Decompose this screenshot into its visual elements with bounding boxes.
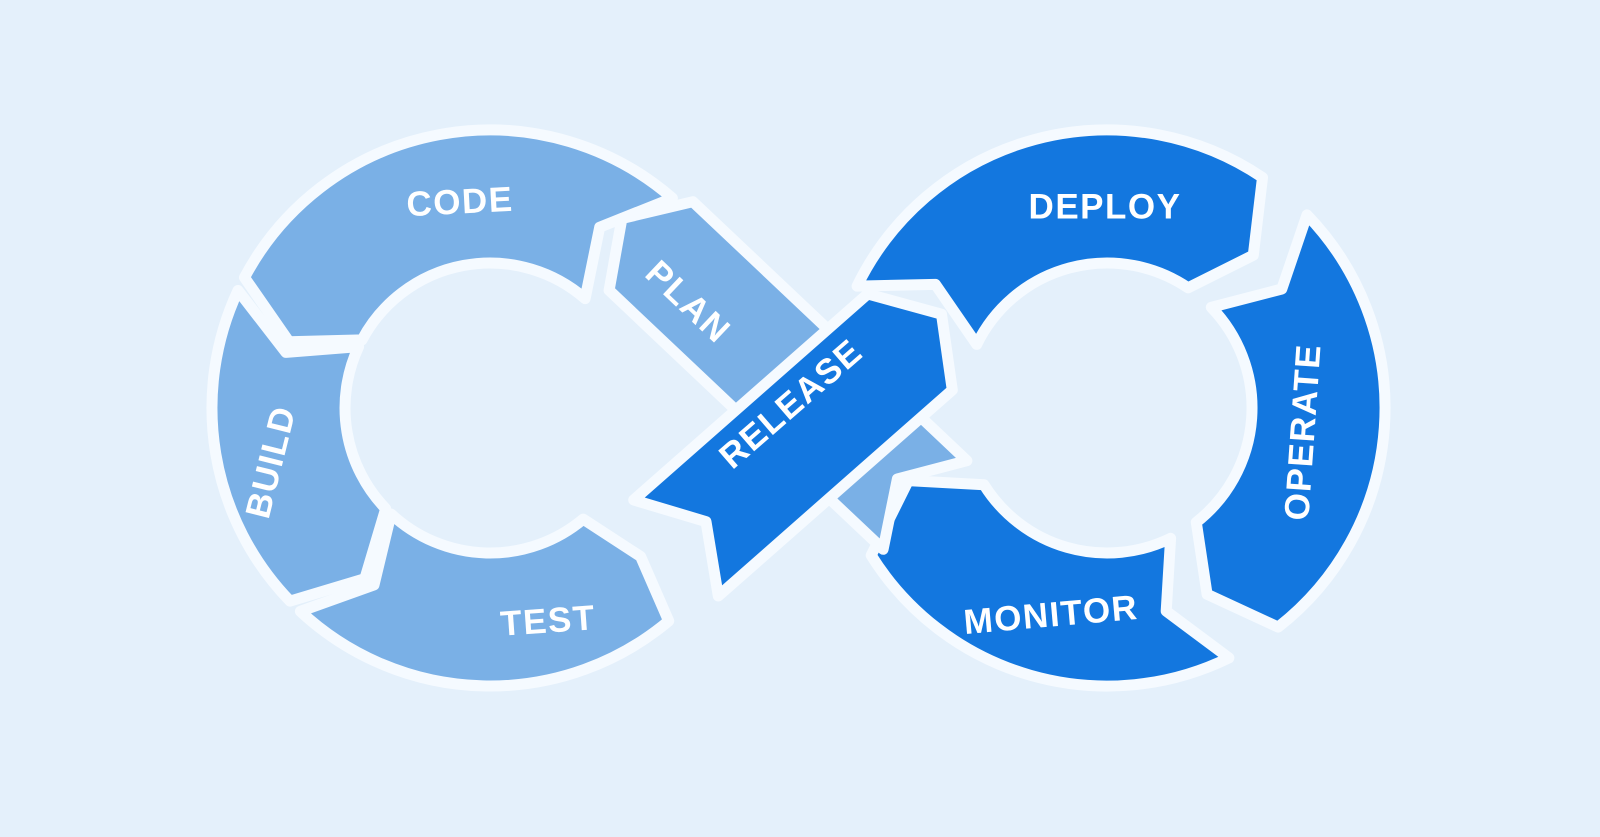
segment-test-arrow [294,508,675,692]
segment-code-label: CODE [405,180,514,225]
segment-monitor-arrow [865,475,1235,692]
segment-build-arrow [206,285,392,607]
segment-release-arrow [628,288,958,602]
segment-test-label: TEST [499,598,597,644]
segment-operate-arrow [1190,209,1391,633]
segment-deploy-arrow [851,124,1268,350]
segment-code-arrow [239,124,678,348]
segment-deploy-label: DEPLOY [1029,188,1182,227]
